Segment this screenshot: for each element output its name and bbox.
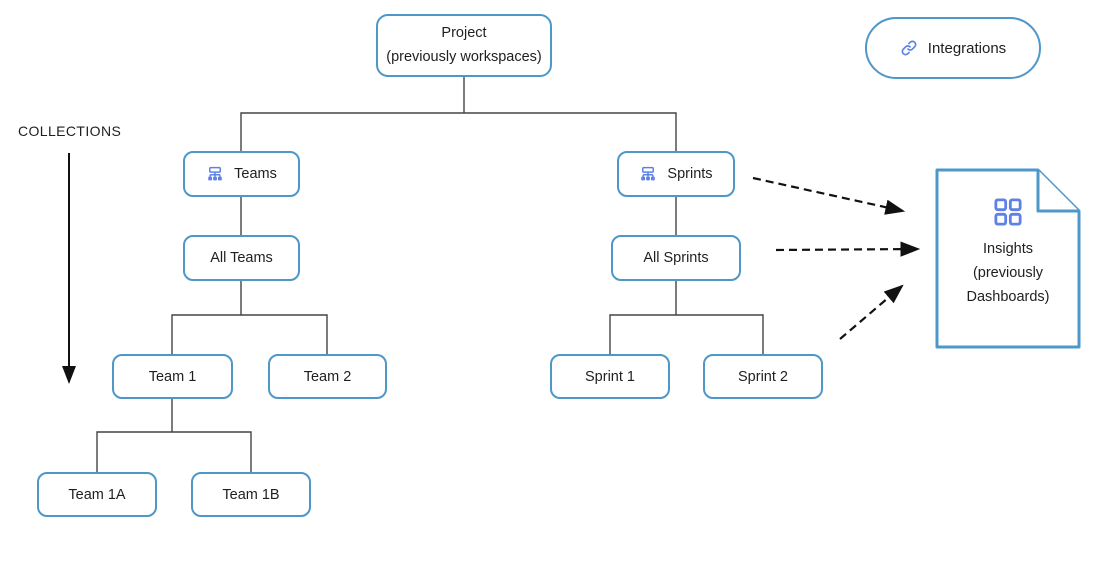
node-sublabel: (previously workspaces): [386, 48, 542, 65]
hierarchy-icon: [639, 165, 657, 183]
dashed-arrow-allsprints-to-insights: [775, 241, 921, 257]
node-label: Team 2: [303, 368, 352, 385]
node-project[interactable]: Project (previously workspaces): [376, 14, 552, 77]
hierarchy-icon: [206, 165, 224, 183]
node-label: Insights: [983, 241, 1033, 257]
node-sprint-1[interactable]: Sprint 1: [550, 354, 670, 399]
node-sprint-2[interactable]: Sprint 2: [703, 354, 823, 399]
node-label: Sprints: [667, 166, 713, 182]
node-sublabel: Dashboards): [966, 288, 1050, 305]
node-label: Integrations: [927, 39, 1007, 57]
node-teams[interactable]: Teams: [183, 151, 300, 197]
dashboard-grid-icon: [994, 198, 1022, 226]
document-shape: [935, 168, 1081, 349]
node-label: All Sprints: [643, 250, 709, 266]
node-sprints[interactable]: Sprints: [617, 151, 735, 197]
node-insights-document[interactable]: Insights (previously Dashboards): [935, 168, 1081, 349]
dashed-arrow-sprint2-to-insights: [839, 284, 904, 340]
tree-connectors: [96, 77, 764, 472]
node-all-teams[interactable]: All Teams: [183, 235, 300, 281]
node-label: All Teams: [210, 250, 273, 266]
integrations-button[interactable]: Integrations: [865, 17, 1041, 79]
dashed-arrow-sprints-to-insights: [752, 176, 906, 215]
link-icon: [900, 39, 918, 57]
node-label: Team 1B: [222, 486, 280, 503]
node-label: Sprint 1: [585, 368, 635, 385]
node-label: Team 1A: [68, 486, 126, 503]
node-label: Project: [441, 24, 487, 41]
node-team-1[interactable]: Team 1: [112, 354, 233, 399]
node-team-2[interactable]: Team 2: [268, 354, 387, 399]
node-sublabel: (previously: [972, 264, 1044, 281]
node-label: Teams: [234, 166, 277, 182]
node-all-sprints[interactable]: All Sprints: [611, 235, 741, 281]
collections-label: COLLECTIONS: [18, 123, 122, 139]
node-label: Team 1: [148, 368, 197, 385]
node-team-1a[interactable]: Team 1A: [37, 472, 157, 517]
node-label: Sprint 2: [738, 368, 788, 385]
node-team-1b[interactable]: Team 1B: [191, 472, 311, 517]
